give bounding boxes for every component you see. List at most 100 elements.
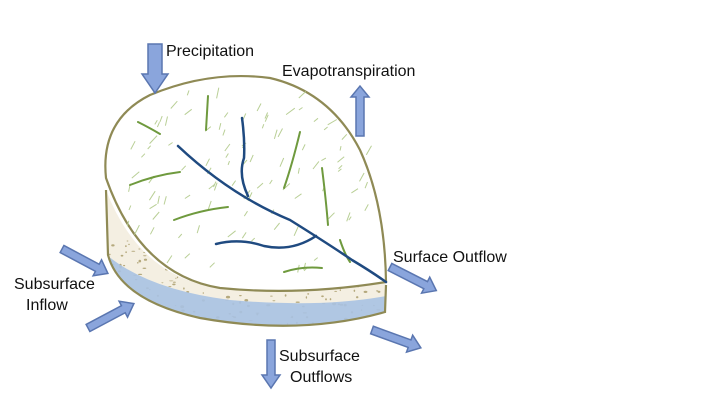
grass-tick	[147, 145, 152, 150]
grass-tick	[205, 158, 210, 167]
grass-tick	[168, 142, 173, 146]
soil-speckle	[233, 326, 237, 328]
soil-speckle	[138, 273, 143, 275]
soil-speckle	[325, 298, 327, 301]
grass-tick	[243, 210, 248, 217]
soil-speckle	[176, 276, 179, 279]
soil-speckle	[181, 325, 184, 326]
soil-speckle	[338, 328, 342, 329]
soil-speckle	[138, 248, 141, 250]
grass-tick	[141, 153, 146, 158]
subsurface-inflow-label-line1: Subsurface	[14, 276, 95, 293]
soil-speckle	[125, 251, 127, 254]
precipitation-label: Precipitation	[166, 43, 254, 60]
grass-tick	[313, 257, 319, 261]
soil-speckle	[137, 313, 142, 316]
soil-speckle	[120, 254, 124, 257]
soil-speckle	[270, 295, 273, 297]
soil-speckle	[153, 328, 156, 329]
soil-speckle	[106, 278, 108, 280]
soil-speckle	[188, 330, 189, 331]
grass-tick	[163, 196, 167, 205]
soil-speckle	[190, 320, 194, 322]
stream-network	[176, 116, 388, 284]
soil-speckle	[106, 327, 109, 328]
grass-tick	[365, 145, 372, 156]
soil-speckle	[244, 299, 249, 302]
watershed-top-surface	[104, 74, 388, 292]
grass-tick	[209, 262, 215, 268]
grass-tick	[339, 145, 342, 151]
soil-speckle	[377, 290, 381, 293]
grass-tick	[186, 90, 190, 96]
subsurface-inflow-arrow-upper	[59, 244, 110, 277]
soil-speckle	[143, 258, 148, 261]
soil-speckle	[152, 305, 156, 309]
surface-outflow-arrow	[387, 262, 438, 295]
soil-speckle	[363, 290, 368, 293]
grass-tick	[227, 160, 230, 166]
soil-speckle	[258, 328, 261, 330]
soil-speckle	[138, 259, 142, 263]
soil-speckle	[171, 317, 175, 319]
grass-tick	[364, 204, 369, 212]
soil-speckle	[109, 253, 111, 256]
grass-tick	[224, 143, 231, 152]
grass-tick	[231, 180, 237, 186]
soil-speckle	[354, 323, 358, 326]
grass-tick	[148, 190, 156, 201]
soil-speckle	[329, 298, 332, 301]
grass-tick	[341, 133, 348, 140]
soil-speckle	[172, 323, 175, 326]
soil-speckle	[158, 325, 161, 326]
soil-speckle	[295, 301, 300, 303]
soil-speckle	[183, 287, 185, 290]
soil-speckle	[161, 322, 165, 325]
soil-speckle	[225, 295, 231, 299]
grass-tick	[149, 227, 155, 235]
soil-speckle	[142, 301, 146, 304]
grass-tick	[337, 156, 345, 163]
grass-tick	[207, 200, 212, 210]
grass-strokes	[129, 95, 351, 273]
surface-outflow-label: Surface Outflow	[393, 249, 507, 266]
grass-tick	[222, 129, 226, 136]
grass-tick	[298, 107, 303, 111]
grass-tick	[256, 103, 262, 112]
soil-speckle	[182, 321, 186, 325]
subsurface-inflow-label-line2: Inflow	[26, 297, 68, 314]
soil-speckle	[139, 302, 144, 304]
grass-tick	[348, 216, 352, 221]
grass-tick	[261, 124, 265, 129]
grass-tick	[249, 154, 254, 163]
grass-tick	[321, 157, 327, 162]
soil-speckle	[112, 285, 117, 288]
grass-tick	[152, 211, 160, 220]
precipitation-arrow	[140, 43, 170, 95]
grass-tick	[269, 179, 273, 185]
soil-speckle	[321, 295, 324, 298]
soil-speckle	[305, 296, 308, 299]
soil-speckle	[168, 286, 172, 288]
soil-speckle	[339, 289, 341, 292]
grass-tick	[170, 100, 178, 109]
soil-speckle	[284, 294, 287, 297]
grass-tick	[251, 237, 256, 242]
subsurface-outflows-label-line1: Subsurface	[279, 348, 360, 365]
grass-tick	[157, 195, 160, 204]
grass-tick	[184, 194, 191, 199]
soil-speckle	[125, 245, 127, 248]
grass-tick	[297, 167, 300, 174]
grass-tick	[131, 171, 140, 179]
grass-tick	[241, 232, 247, 239]
soil-speckle	[341, 324, 345, 326]
grass-tick	[227, 230, 236, 238]
grass-tick	[323, 126, 328, 131]
soil-speckle	[202, 292, 204, 294]
grass-tick	[216, 87, 220, 99]
grass-tick	[225, 153, 229, 158]
soil-speckle	[157, 314, 161, 317]
grass-tick	[338, 165, 343, 170]
soil-speckle	[239, 295, 242, 297]
